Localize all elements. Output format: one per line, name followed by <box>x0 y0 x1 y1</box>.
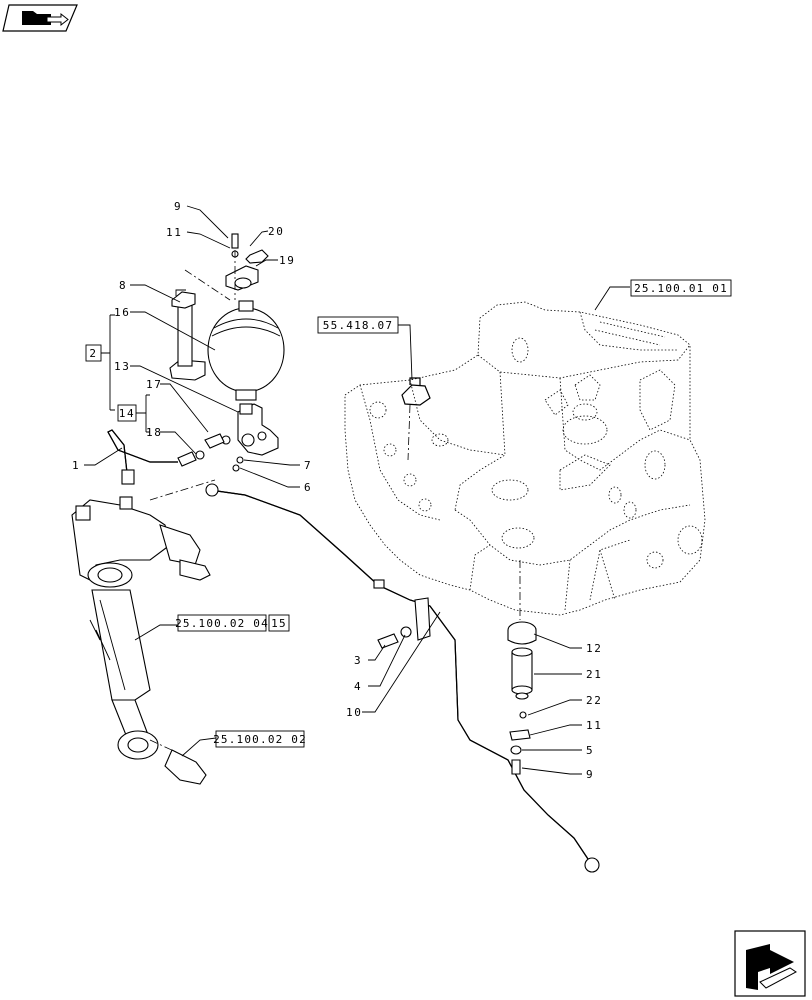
callout-9-bottom: 9 <box>586 768 594 781</box>
fittings <box>149 433 244 501</box>
callout-21: 21 <box>586 668 602 681</box>
ref-cylinder-label: 25.100.02 04 <box>175 617 269 630</box>
pin <box>149 739 207 785</box>
callout-1: 1 <box>72 459 80 472</box>
folder-arrow-icon[interactable] <box>2 4 78 32</box>
callout-6: 6 <box>304 481 312 494</box>
group-14-label: 14 <box>119 407 135 420</box>
ref-cylinder-item: 15 <box>271 617 287 630</box>
hydraulic-cylinder <box>71 496 211 760</box>
callout-4: 4 <box>354 680 362 693</box>
ref-box-end[interactable]: 25.100.02 02 <box>213 730 307 748</box>
pipe-clamp <box>377 597 431 649</box>
group-brackets <box>101 314 150 433</box>
callout-11-bottom: 11 <box>586 719 602 732</box>
group-2-label: 2 <box>89 347 97 360</box>
page-turn-arrow-icon[interactable] <box>734 930 806 997</box>
accumulator-clamp <box>184 233 269 301</box>
accumulator <box>207 300 285 401</box>
pivot-bushing <box>507 560 537 645</box>
valve-block <box>237 403 279 456</box>
pivot-pin <box>509 647 533 775</box>
ref-end-label: 25.100.02 02 <box>213 733 307 746</box>
callout-5: 5 <box>586 744 594 757</box>
callout-12: 12 <box>586 642 602 655</box>
callout-3: 3 <box>354 654 362 667</box>
callout-18: 18 <box>146 426 162 439</box>
callout-16: 16 <box>114 306 130 319</box>
callout-7: 7 <box>304 459 312 472</box>
callout-17: 17 <box>146 378 162 391</box>
ref-box-frame[interactable]: 25.100.01 01 <box>630 279 732 297</box>
ref-frame-label: 25.100.01 01 <box>634 282 728 295</box>
hose-1 <box>107 429 178 485</box>
callout-22: 22 <box>586 694 602 707</box>
leader-lines <box>84 205 630 775</box>
callout-8: 8 <box>119 279 127 292</box>
callout-labels: 9 11 20 19 8 16 13 17 18 1 7 6 3 4 10 12… <box>72 200 602 781</box>
callout-20: 20 <box>268 225 284 238</box>
group-box-2[interactable]: 2 <box>85 344 102 362</box>
accumulator-support-bracket <box>169 289 206 381</box>
pipe-10 <box>205 483 600 873</box>
ref-box-cylinder[interactable]: 25.100.02 04 15 <box>175 614 290 632</box>
front-axle-support-frame <box>344 301 706 616</box>
callout-11-top: 11 <box>166 226 182 239</box>
callout-19: 19 <box>279 254 295 267</box>
callout-10: 10 <box>346 706 362 719</box>
mounting-bracket <box>401 377 431 461</box>
callout-13: 13 <box>114 360 130 373</box>
ref-bracket-label: 55.418.07 <box>323 319 393 332</box>
group-box-14[interactable]: 14 <box>117 404 137 422</box>
callout-9-top: 9 <box>174 200 182 213</box>
ref-box-bracket[interactable]: 55.418.07 <box>317 316 399 334</box>
